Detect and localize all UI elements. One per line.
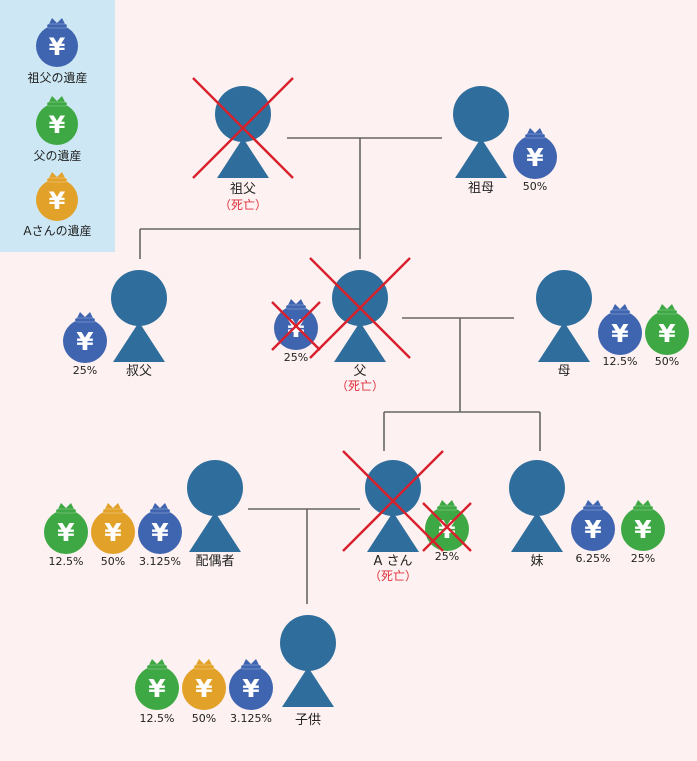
sister-share-father-bag-icon: ¥ [621, 500, 665, 551]
child-share-a-san-bag-icon: ¥ [182, 659, 226, 710]
connector-lines [139, 137, 541, 604]
father-name: 父 [353, 364, 367, 379]
mother-share-father: 50% [654, 355, 680, 368]
svg-text:¥: ¥ [57, 518, 75, 547]
grandfather-name: 祖父 [229, 182, 257, 197]
svg-text:¥: ¥ [584, 515, 602, 544]
grandfather-deceased-cross-icon [192, 77, 294, 179]
svg-text:¥: ¥ [49, 187, 66, 215]
child-name: 子供 [294, 713, 322, 728]
svg-text:¥: ¥ [104, 518, 122, 547]
legend-label-father-estate: 父の遺産 [33, 149, 82, 163]
a-san-deceased-cross-icon [342, 450, 444, 552]
spouse-share-a-san-bag-icon: ¥ [91, 503, 135, 554]
uncle-person-icon [111, 270, 167, 362]
spouse-share-father-bag-icon: ¥ [44, 503, 88, 554]
father-estate-bag-icon: ¥ [36, 96, 78, 145]
svg-text:¥: ¥ [242, 674, 260, 703]
a-san-deceased-label: （死亡） [368, 569, 418, 583]
sister-person-icon [509, 460, 565, 552]
child-share-grandfather-bag-icon: ¥ [229, 659, 273, 710]
svg-text:¥: ¥ [526, 143, 544, 172]
uncle-share-grandfather: 25% [72, 364, 98, 377]
sister-share-grandfather-bag-icon: ¥ [571, 500, 615, 551]
sister-name: 妹 [530, 554, 544, 569]
svg-text:¥: ¥ [76, 327, 94, 356]
grandmother-share-grandfather-bag-icon: ¥ [513, 128, 557, 179]
father-share-grandfather-bag-cross-icon [271, 301, 321, 351]
a-san-share-father: 25% [434, 550, 460, 563]
mother-name: 母 [557, 364, 571, 379]
spouse-share-grandfather-bag-icon: ¥ [138, 503, 182, 554]
uncle-name: 叔父 [125, 364, 153, 379]
child-share-father: 12.5% [139, 712, 175, 725]
a-san-name: A さん [373, 554, 413, 569]
father-person-icon [332, 270, 388, 362]
grandmother-person-icon [453, 86, 509, 178]
a-san-person-icon [365, 460, 421, 552]
svg-text:¥: ¥ [49, 111, 66, 139]
svg-text:¥: ¥ [634, 515, 652, 544]
grandmother-share-grandfather: 50% [522, 180, 548, 193]
mother-share-grandfather-bag-icon: ¥ [598, 304, 642, 355]
svg-text:¥: ¥ [148, 674, 166, 703]
svg-text:¥: ¥ [151, 518, 169, 547]
grandfather-estate-bag-icon: ¥ [36, 18, 78, 67]
father-deceased-cross-icon [309, 257, 411, 359]
uncle-share-grandfather-bag-icon: ¥ [63, 312, 107, 363]
child-person-icon [280, 615, 336, 707]
svg-text:¥: ¥ [195, 674, 213, 703]
child-share-a-san: 50% [191, 712, 217, 725]
child-share-father-bag-icon: ¥ [135, 659, 179, 710]
grandmother-name: 祖母 [467, 181, 495, 196]
grandfather-deceased-label: （死亡） [218, 198, 268, 212]
svg-text:¥: ¥ [49, 33, 66, 61]
spouse-share-grandfather: 3.125% [139, 555, 181, 568]
a-san-estate-bag-icon: ¥ [36, 172, 78, 221]
sister-share-grandfather: 6.25% [575, 552, 611, 565]
spouse-share-father: 12.5% [48, 555, 84, 568]
mother-share-grandfather: 12.5% [602, 355, 638, 368]
svg-text:¥: ¥ [611, 319, 629, 348]
legend-label-grandfather-estate: 祖父の遺産 [27, 71, 88, 85]
father-deceased-label: （死亡） [335, 379, 385, 393]
grandfather-person-icon [215, 86, 271, 178]
child-share-grandfather: 3.125% [230, 712, 272, 725]
father-share-grandfather: 25% [283, 351, 309, 364]
mother-share-father-bag-icon: ¥ [645, 304, 689, 355]
svg-text:¥: ¥ [658, 319, 676, 348]
spouse-name: 配偶者 [195, 554, 235, 569]
spouse-person-icon [187, 460, 243, 552]
mother-person-icon [536, 270, 592, 362]
sister-share-father: 25% [630, 552, 656, 565]
spouse-share-a-san: 50% [100, 555, 126, 568]
a-san-share-father-bag-cross-icon [422, 502, 472, 552]
legend-label-a-san-estate: Aさんの遺産 [23, 224, 92, 238]
